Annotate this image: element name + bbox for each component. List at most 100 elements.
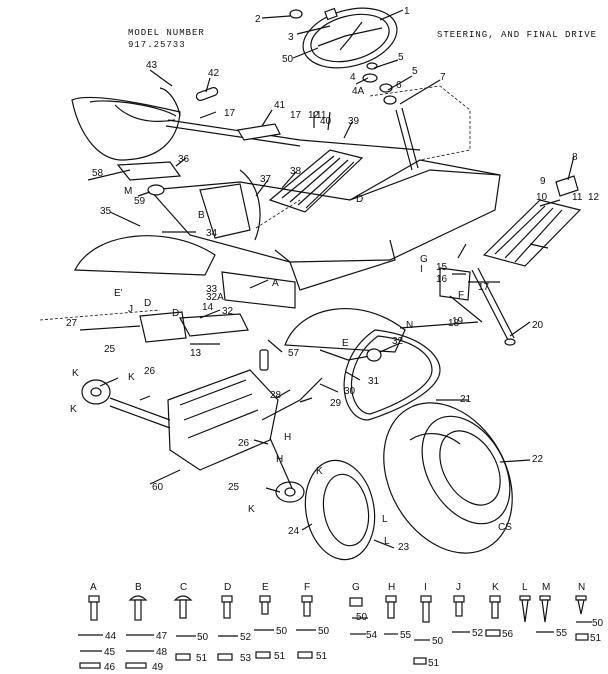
- callout: 14: [202, 302, 214, 313]
- svg-text:53: 53: [240, 653, 252, 664]
- letter: K: [248, 504, 255, 515]
- svg-text:44: 44: [105, 631, 117, 642]
- callout: 17: [290, 110, 302, 121]
- callout: 7: [440, 72, 446, 83]
- callout: 1: [404, 6, 410, 17]
- svg-text:F: F: [304, 582, 310, 593]
- svg-text:D: D: [224, 582, 231, 593]
- letter: J: [128, 304, 133, 315]
- callout: 34: [206, 228, 218, 239]
- svg-text:51: 51: [590, 633, 602, 644]
- hardware-column: J: [453, 582, 465, 617]
- svg-text:A: A: [90, 582, 97, 593]
- callout: 17: [224, 108, 236, 119]
- letter: G: [420, 254, 428, 265]
- callout: 4: [350, 72, 356, 83]
- model-number: 917.25733: [128, 40, 186, 50]
- callout: 3: [288, 32, 294, 43]
- chassis-frame: [148, 169, 501, 263]
- letter: I: [420, 264, 423, 275]
- hardware-column: N: [575, 582, 587, 615]
- callout: 50: [282, 54, 294, 65]
- svg-text:51: 51: [316, 651, 328, 662]
- transaxle: [109, 369, 293, 489]
- callout: 13: [190, 348, 202, 359]
- wheel-rim: [304, 459, 376, 561]
- letter: D: [356, 194, 363, 205]
- callout: 12: [308, 110, 320, 121]
- letter: B: [198, 210, 205, 221]
- callout: 37: [260, 174, 272, 185]
- hardware-column: B: [128, 582, 148, 621]
- letter: N: [406, 320, 413, 331]
- callout: 25: [228, 482, 240, 493]
- hardware-column: D: [221, 582, 233, 619]
- callout: 20: [532, 320, 544, 331]
- svg-text:51: 51: [196, 653, 208, 664]
- callout: 2: [255, 14, 261, 25]
- svg-text:47: 47: [156, 631, 168, 642]
- section-title: STEERING, AND FINAL DRIVE: [437, 30, 598, 40]
- callout: 4A: [352, 86, 365, 97]
- callout: 59: [134, 196, 146, 207]
- fender-right: [284, 308, 406, 353]
- svg-text:54: 54: [366, 630, 378, 641]
- callout: 35: [100, 206, 112, 217]
- svg-text:50: 50: [318, 626, 330, 637]
- svg-text:50: 50: [432, 636, 444, 647]
- callout: 17: [478, 282, 490, 293]
- svg-text:H: H: [388, 582, 395, 593]
- letter: K: [128, 372, 135, 383]
- leader-lines: [79, 9, 575, 549]
- letter: F: [458, 290, 464, 301]
- letter: L: [382, 514, 388, 525]
- callout: 21: [460, 394, 472, 405]
- callout: 58: [92, 168, 104, 179]
- callout: 6: [396, 80, 402, 91]
- letter: H: [284, 432, 291, 443]
- hardware-column: I: [420, 582, 432, 623]
- callout: 36: [178, 154, 190, 165]
- svg-text:50: 50: [592, 618, 604, 629]
- callout: 26: [238, 438, 250, 449]
- callout: 5: [412, 66, 418, 77]
- hardware-column: L: [519, 582, 531, 623]
- callout: 32: [392, 336, 404, 347]
- callout: 41: [274, 100, 286, 111]
- left-footrest: [268, 149, 364, 213]
- svg-text:48: 48: [156, 647, 168, 658]
- hardware-column: G: [349, 582, 363, 607]
- callout: 32: [222, 306, 234, 317]
- callout: 26: [144, 366, 156, 377]
- rear-tire: [383, 402, 513, 554]
- letter: E: [342, 338, 349, 349]
- hardware-column: E: [259, 582, 271, 615]
- callout: 22: [532, 454, 544, 465]
- callout: 28: [270, 390, 282, 401]
- svg-text:50: 50: [356, 612, 368, 623]
- hardware-references: 44 47 45 48 46 49 50 51 52 53 50 51 50 5…: [78, 612, 604, 673]
- callout: 24: [288, 526, 300, 537]
- callout: 11: [572, 192, 583, 203]
- svg-text:M: M: [542, 582, 550, 593]
- hardware-column: A: [88, 582, 100, 621]
- callout: 40: [320, 116, 332, 127]
- svg-text:55: 55: [556, 628, 568, 639]
- callout: 23: [398, 542, 410, 553]
- callout: 60: [152, 482, 164, 493]
- callout: 18: [448, 318, 460, 329]
- svg-text:52: 52: [472, 628, 484, 639]
- svg-text:46: 46: [104, 662, 116, 673]
- svg-text:49: 49: [152, 662, 164, 673]
- callout: 32A: [206, 292, 224, 303]
- letter: M: [124, 186, 132, 197]
- callout: 16: [436, 274, 448, 285]
- svg-text:B: B: [135, 582, 142, 593]
- callout: 33: [206, 284, 218, 295]
- right-footrest: [482, 199, 582, 267]
- callout: 12: [588, 192, 600, 203]
- reference-letters: A B D D D E F G H H J K K K K K L L M N …: [70, 186, 464, 547]
- letter: K: [70, 404, 77, 415]
- callout: 57: [288, 348, 300, 359]
- svg-text:I: I: [424, 582, 427, 593]
